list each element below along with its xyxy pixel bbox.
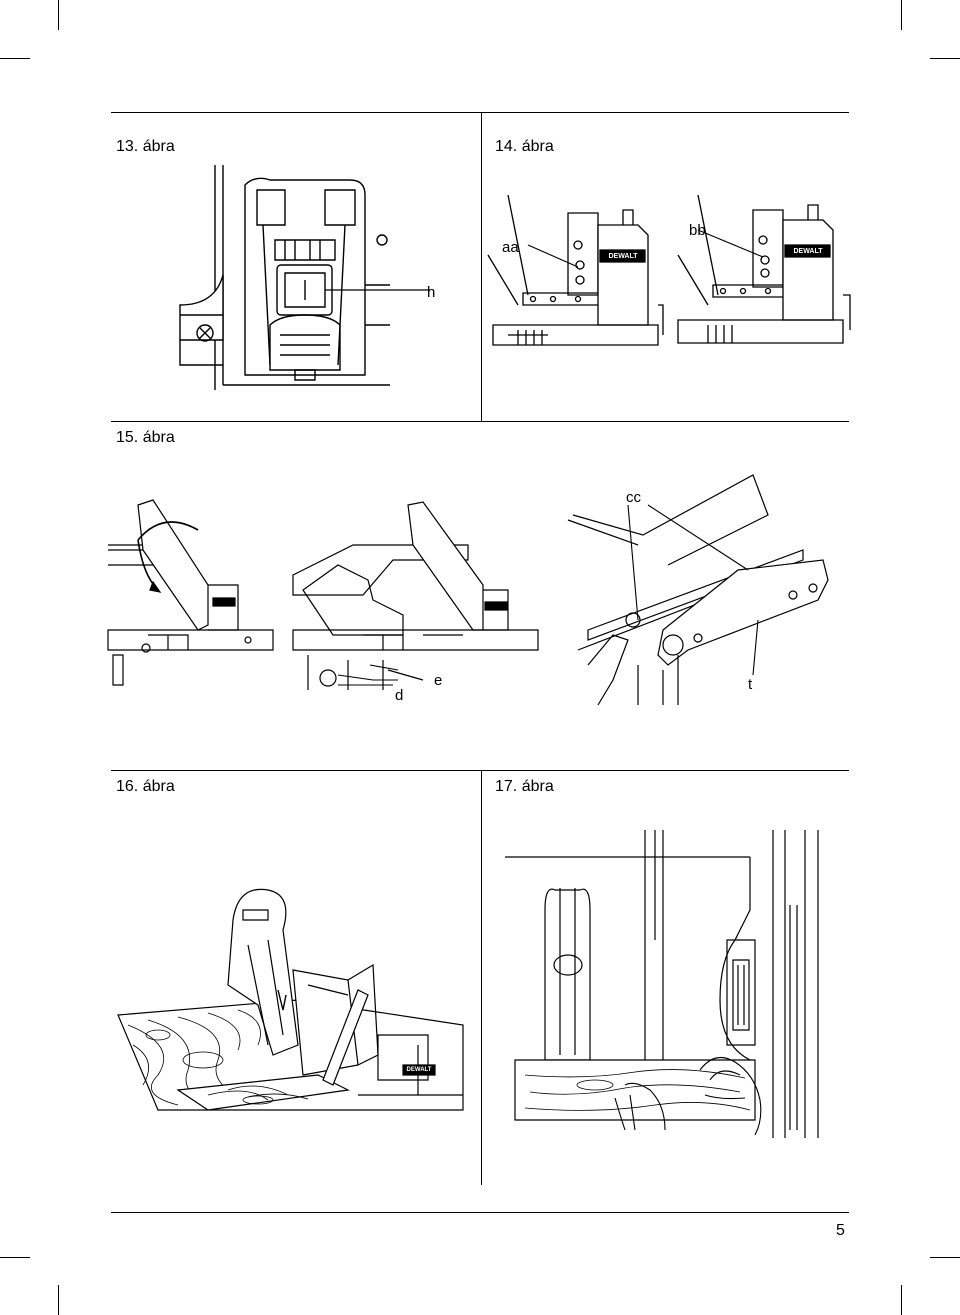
label-t: t xyxy=(748,676,753,693)
top-rule xyxy=(111,112,849,113)
label-bb: bb xyxy=(689,222,706,239)
rule-16-17 xyxy=(111,770,849,771)
figure-14-caption: 14. ábra xyxy=(495,138,554,155)
dewalt-badge-14b: DEWALT xyxy=(793,248,823,255)
rule-15 xyxy=(111,421,849,422)
figure-17-drawing xyxy=(505,830,825,1140)
divider-16-17 xyxy=(481,770,482,1185)
figure-13-caption: 13. ábra xyxy=(116,138,175,155)
bottom-rule xyxy=(111,1212,849,1213)
page-number: 5 xyxy=(836,1222,845,1239)
dewalt-badge-14a: DEWALT xyxy=(608,253,638,260)
label-aa: aa xyxy=(502,239,519,256)
label-h: h xyxy=(427,284,436,301)
label-d: d xyxy=(395,687,404,704)
figure-16-drawing xyxy=(118,885,466,1120)
figure-14-drawing xyxy=(488,195,853,360)
figure-16-caption: 16. ábra xyxy=(116,778,175,795)
label-e: e xyxy=(434,672,443,689)
figure-17-caption: 17. ábra xyxy=(495,778,554,795)
divider-13-14 xyxy=(481,112,482,422)
dewalt-badge-16: DEWALT xyxy=(406,1067,432,1073)
label-cc: cc xyxy=(626,489,641,506)
figure-15-drawing xyxy=(108,490,828,705)
figure-13-drawing xyxy=(175,165,390,390)
figure-15-caption: 15. ábra xyxy=(116,429,175,446)
